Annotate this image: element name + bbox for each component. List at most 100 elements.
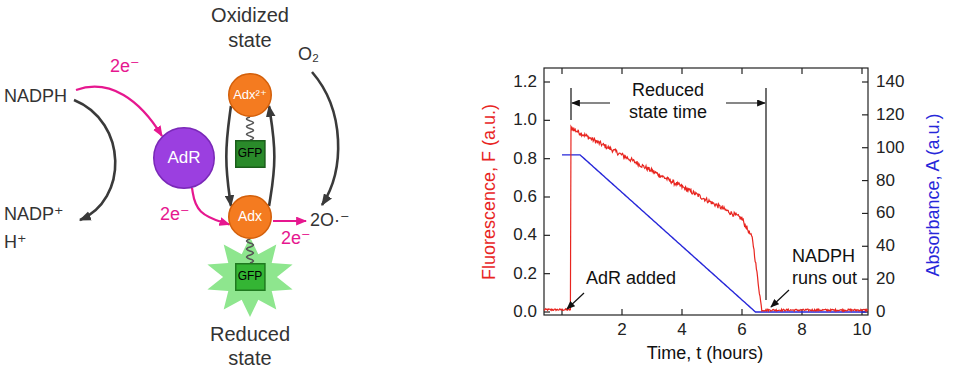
tick-label: 0.2 [513, 263, 537, 283]
annotation: AdR added [586, 268, 676, 290]
node-shape [154, 128, 215, 189]
node-shape [229, 196, 272, 239]
tick-label: 1.2 [513, 72, 537, 91]
fluorescence-curve [544, 126, 868, 311]
tick-label: 120 [876, 105, 904, 125]
axis-tick [741, 68, 742, 74]
tick-label: 2 [617, 320, 626, 339]
tick-label: 0 [876, 302, 885, 321]
axis-title: Fluorescence, F (a.u.) [479, 104, 499, 280]
tick-label: 0.6 [513, 187, 537, 206]
electron-label: 2e⁻ [281, 228, 311, 248]
gfp-box: GFP [235, 263, 266, 291]
tick-label: 0.4 [513, 225, 537, 245]
state-caption: Oxidized state [211, 4, 289, 51]
tick-label: 60 [876, 203, 895, 222]
annotation: NADPH runs out [792, 246, 868, 289]
axis-tick [544, 158, 550, 159]
plot-frame [544, 68, 868, 315]
axis-tick [544, 81, 550, 82]
state-caption: Reduced state [200, 322, 300, 370]
tick-label: 1.2 [513, 72, 537, 92]
node-shape [229, 74, 272, 117]
axis-tick [681, 68, 682, 74]
electron-arrow [76, 87, 162, 136]
tick-label: 10 [853, 320, 872, 339]
tick-label: 20 [876, 269, 895, 289]
marker-line [570, 88, 571, 120]
tick-label: 80 [876, 170, 895, 189]
gfp-box: GFP [235, 140, 266, 168]
absorbance-curve [562, 155, 867, 312]
cycle-arrow [226, 106, 231, 206]
fluorescence-glow [207, 237, 292, 317]
reaction-arc [312, 72, 338, 205]
product-label: H⁺ [4, 232, 27, 254]
node-label: AdR [167, 149, 200, 168]
tick-label: 60 [876, 203, 895, 223]
oxygen-label: O₂ [298, 44, 319, 64]
oxygen-label: O₂ [298, 44, 319, 66]
node-label: Adx²⁺ [233, 88, 267, 102]
tick-label: 0.2 [513, 263, 537, 282]
tick-label: 2 [617, 320, 626, 340]
enzyme-circle: AdR [153, 127, 215, 189]
protein-circle: Adx²⁺ [228, 73, 272, 117]
tick-label: 0.4 [513, 225, 537, 244]
axis-title: Fluorescence, F (a.u.) [479, 104, 501, 280]
tick-label: 4 [677, 320, 686, 339]
node-label: GFP [238, 147, 263, 160]
axis-tick [544, 235, 550, 236]
axis-tick [561, 68, 562, 74]
tick-label: 100 [876, 138, 904, 158]
protein-circle: Adx [228, 195, 272, 239]
axis-tick [862, 246, 868, 247]
product-label: H⁺ [4, 232, 27, 252]
linker [246, 239, 253, 263]
substrate-label: NADPH [4, 86, 67, 108]
electron-arrow [192, 188, 229, 225]
electron-label: 2e⁻ [160, 204, 190, 224]
axis-tick [544, 311, 550, 312]
tick-label: 1.0 [513, 110, 537, 130]
annotation: NADPH runs out [792, 246, 857, 288]
tick-label: 6 [737, 320, 746, 340]
tick-label: 0 [876, 302, 885, 322]
axis-tick [621, 309, 622, 315]
annotation: Reduced state time [610, 80, 726, 123]
tick-label: 20 [876, 269, 895, 288]
substrate-label: NADPH [4, 86, 67, 106]
axis-tick [862, 213, 868, 214]
tick-label: 140 [876, 72, 904, 91]
node-label: GFP [238, 270, 263, 283]
tick-label: 8 [797, 320, 806, 340]
axis-tick [681, 309, 682, 315]
tick-label: 120 [876, 105, 904, 124]
tick-label: 8 [797, 320, 806, 339]
axis-tick [862, 279, 868, 280]
axis-tick [544, 120, 550, 121]
superoxide-label: 2O·⁻ [310, 210, 350, 232]
axis-tick [544, 273, 550, 274]
tick-label: 100 [876, 138, 904, 157]
axis-tick [862, 147, 868, 148]
electron-arrow [273, 220, 306, 222]
leader-arrow [567, 293, 584, 309]
leader-arrow [771, 290, 789, 307]
node-shape [235, 264, 264, 291]
axis-tick [621, 68, 622, 74]
axis-title: Time, t (hours) [647, 343, 763, 363]
electron-label: 2e⁻ [281, 228, 311, 250]
axis-title: Time, t (hours) [647, 343, 763, 365]
tick-label: 1.0 [513, 110, 537, 129]
axis-tick [862, 180, 868, 181]
node-label: Adx [238, 209, 262, 224]
tick-label: 10 [853, 320, 872, 340]
axis-tick [741, 309, 742, 315]
electron-label: 2e⁻ [110, 56, 140, 76]
tick-label: 40 [876, 236, 895, 256]
tick-label: 0.8 [513, 148, 537, 168]
axis-title: Absorbance, A (a.u.) [923, 113, 945, 276]
tick-label: 4 [677, 320, 686, 340]
annotation: AdR added [586, 268, 676, 288]
